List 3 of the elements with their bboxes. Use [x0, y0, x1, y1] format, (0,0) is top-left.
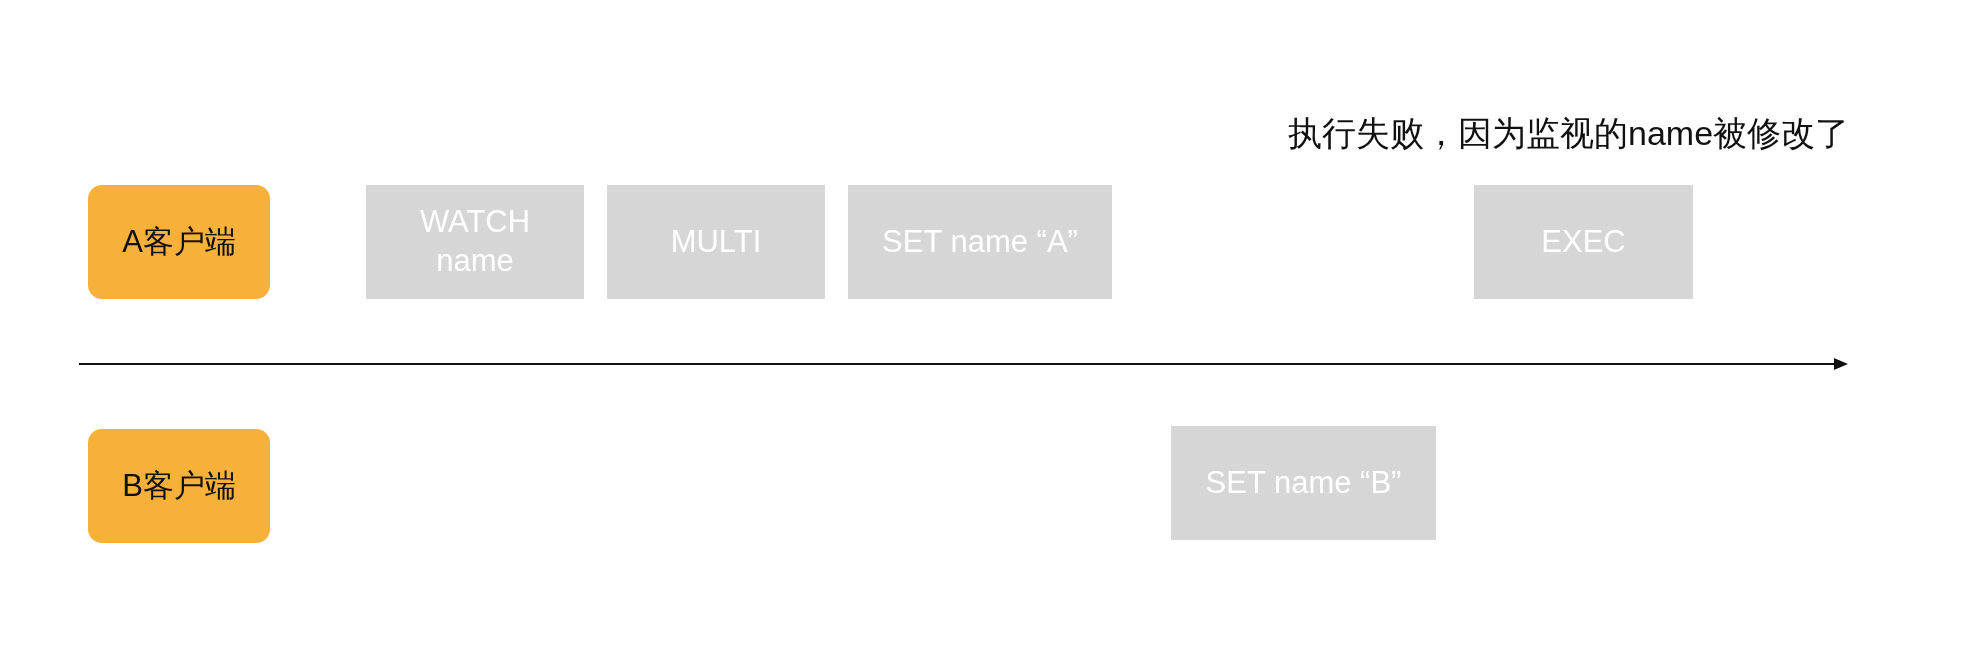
client-box: B客户端: [88, 429, 270, 543]
client-box: A客户端: [88, 185, 270, 299]
note-text: 执行失败，因为监视的name被修改了: [1288, 113, 1850, 154]
